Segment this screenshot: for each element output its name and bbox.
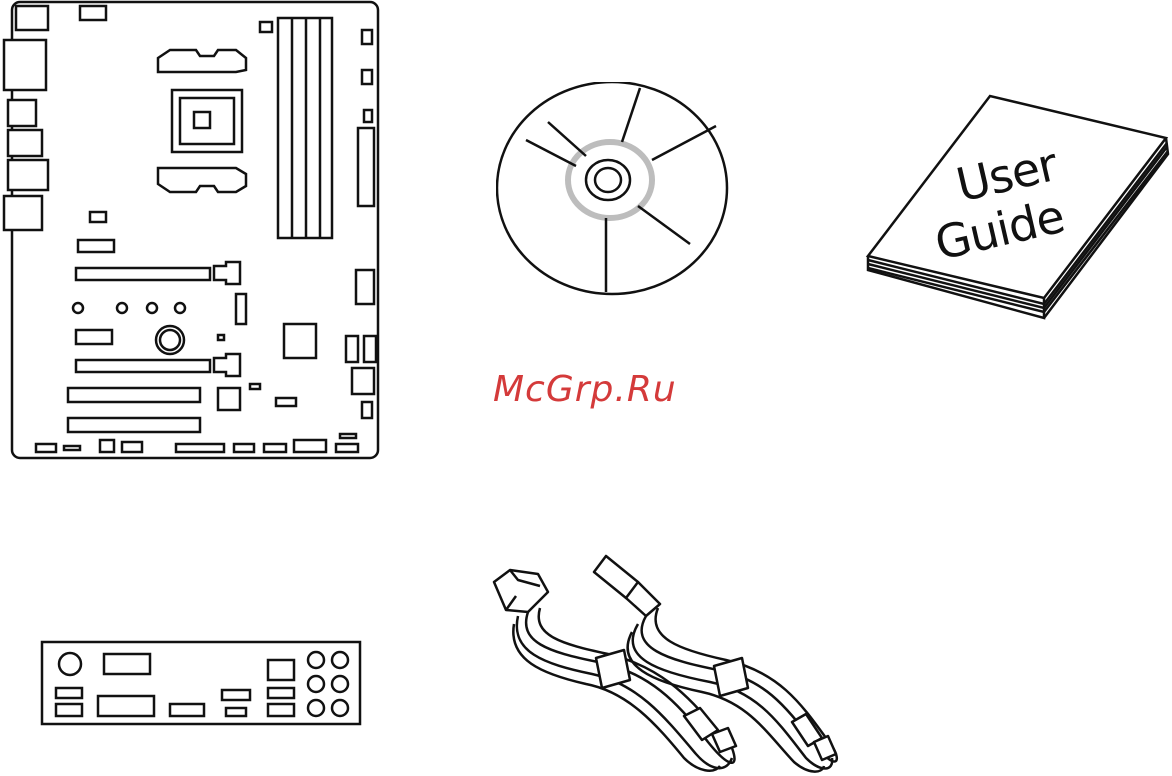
motherboard-icon [0,0,382,462]
sata-cables-illustration [488,552,840,774]
io-shield-illustration [38,638,364,728]
motherboard-illustration [0,0,382,462]
driver-disc-illustration [496,82,732,296]
io-shield-icon [38,638,364,728]
sata-cable-icon [488,552,840,774]
disc-icon [496,82,732,296]
watermark-text: McGrp.Ru [493,366,713,414]
